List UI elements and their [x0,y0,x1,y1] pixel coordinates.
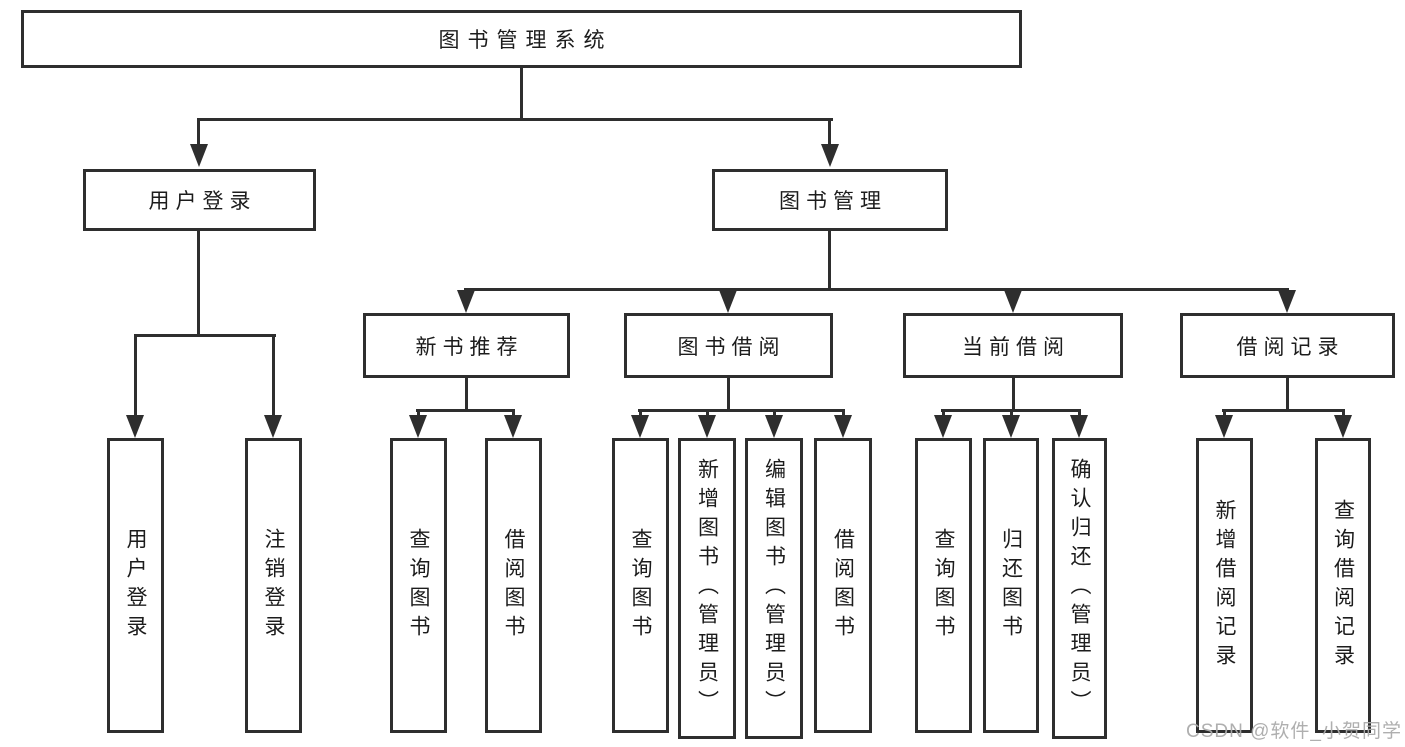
node-borrowing-records: 借阅记录 [1180,313,1395,378]
connector-segment [520,68,523,120]
connector-segment [638,409,845,412]
connector-segment [464,288,1289,291]
connector-segment [465,378,468,412]
connector-segment [416,409,515,412]
leaf-logout: 注销登录 [245,438,302,733]
connector-segment [828,118,831,146]
arrow-down-icon [457,290,475,313]
connector-segment [1222,409,1345,412]
connector-segment [1078,409,1081,416]
connector-segment [842,409,845,416]
arrow-down-icon [1215,415,1233,438]
arrow-down-icon [1070,415,1088,438]
leaf-label: 查询借阅记录 [1331,498,1355,673]
arrow-down-icon [698,415,716,438]
leaf-label: 新增图书（管理员） [695,458,719,719]
leaf-label: 借阅图书 [831,527,855,644]
arrow-down-icon [821,144,839,167]
connector-segment [773,409,776,416]
connector-segment [828,231,831,290]
arrow-down-icon [1334,415,1352,438]
arrow-down-icon [934,415,952,438]
node-label: 当前借阅 [962,335,1070,359]
leaf-label: 归还图书 [999,527,1023,644]
node-label: 借阅记录 [1236,335,1345,359]
connector-segment [197,118,200,146]
node-label: 用户登录 [148,190,257,213]
connector-segment [417,409,420,416]
arrow-down-icon [834,415,852,438]
leaf-query-books-current: 查询图书 [915,438,972,733]
node-book-borrowing: 图书借阅 [624,313,833,378]
connector-segment [942,409,945,416]
leaf-label: 编辑图书（管理员） [762,458,786,719]
connector-segment [706,409,709,416]
node-new-book-recommend: 新书推荐 [363,313,570,378]
leaf-query-books-borrowing: 查询图书 [612,438,669,733]
node-label: 图书管理 [779,190,887,213]
node-book-management: 图书管理 [712,169,948,231]
leaf-label: 新增借阅记录 [1213,498,1236,673]
connector-segment [134,334,137,415]
node-label: 新书推荐 [415,335,524,359]
leaf-label: 借阅图书 [502,527,525,644]
connector-segment [727,378,730,412]
node-library-management-system: 图书管理系统 [21,10,1022,68]
leaf-add-books-admin: 新增图书（管理员） [678,438,736,739]
leaf-query-borrow-record: 查询借阅记录 [1315,438,1371,733]
node-user-login: 用户登录 [83,169,316,231]
connector-segment [1286,378,1289,412]
connector-segment [639,409,642,416]
node-current-borrowing: 当前借阅 [903,313,1123,378]
leaf-edit-books-admin: 编辑图书（管理员） [745,438,803,739]
connector-segment [272,334,275,415]
csdn-watermark: CSDN @软件_小贺同学 [1186,721,1402,742]
arrow-down-icon [719,290,737,313]
leaf-label: 用户登录 [124,527,147,644]
connector-segment [1223,409,1226,416]
leaf-label: 确认归还（管理员） [1068,458,1091,719]
arrow-down-icon [504,415,522,438]
connector-segment [512,409,515,416]
connector-segment [1342,409,1345,416]
arrow-down-icon [264,415,282,438]
arrow-down-icon [1004,290,1022,313]
node-label: 图书管理系统 [438,29,613,52]
node-label: 图书借阅 [677,335,786,359]
leaf-add-borrow-record: 新增借阅记录 [1196,438,1253,733]
arrow-down-icon [765,415,783,438]
leaf-label: 注销登录 [262,527,285,644]
leaf-return-books: 归还图书 [983,438,1039,733]
connector-segment [197,231,200,337]
leaf-confirm-return-admin: 确认归还（管理员） [1052,438,1107,739]
leaf-label: 查询图书 [407,527,430,644]
leaf-label: 查询图书 [932,527,955,644]
leaf-query-books-recommend: 查询图书 [390,438,447,733]
arrow-down-icon [1002,415,1020,438]
connector-segment [1012,378,1015,412]
arrow-down-icon [126,415,144,438]
leaf-borrow-books-recommend: 借阅图书 [485,438,542,733]
leaf-borrow-books-borrowing: 借阅图书 [814,438,872,733]
connector-segment [197,118,833,121]
leaf-label: 查询图书 [629,527,652,644]
arrow-down-icon [190,144,208,167]
arrow-down-icon [409,415,427,438]
connector-segment [1010,409,1013,416]
arrow-down-icon [1278,290,1296,313]
arrow-down-icon [631,415,649,438]
leaf-user-login: 用户登录 [107,438,164,733]
connector-segment [134,334,276,337]
